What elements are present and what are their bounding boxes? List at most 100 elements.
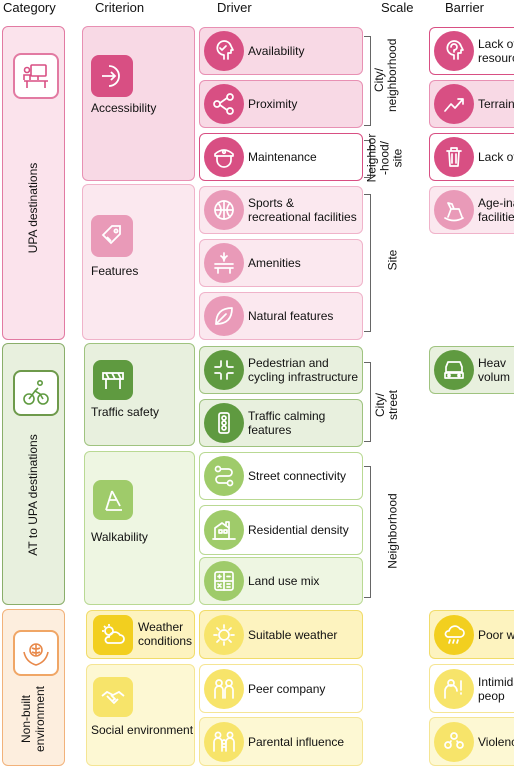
criterion-walkability: Walkability — [84, 451, 195, 605]
driver-label: Proximity — [248, 97, 298, 111]
driver-amenities: Amenities — [199, 239, 363, 287]
driver-suitable-weather: Suitable weather — [199, 610, 363, 659]
category-upa-destinations: UPA destinations — [2, 26, 65, 340]
criterion-features: Features — [82, 184, 195, 340]
driver-sports-recreational-facilities: Sports & recreational facilities — [199, 186, 363, 234]
header-scale: Scale — [381, 0, 414, 15]
bench-icon — [204, 243, 244, 283]
category-at-to-upa: AT to UPA destinations — [2, 343, 65, 605]
scale-bracket — [364, 140, 371, 178]
computer-desk-icon — [13, 53, 59, 99]
scale-label: City/ neighborhood — [372, 38, 399, 112]
driver-label: Land use mix — [248, 574, 320, 588]
driver-label: Peer company — [248, 681, 326, 696]
rain-cloud-icon — [434, 614, 474, 655]
driver-proximity: Proximity — [199, 80, 363, 128]
criterion-label: Features — [91, 264, 139, 278]
driver-label: Parental influence — [248, 734, 345, 749]
scale-bracket — [364, 194, 371, 332]
header-driver: Driver — [217, 0, 252, 15]
barrier-label: Terrain — [478, 97, 514, 111]
driver-traffic-calming-features: Traffic calming features — [199, 399, 363, 447]
category-label: AT to UPA destinations — [25, 434, 40, 556]
scale-label: Neighborhood — [385, 493, 400, 569]
category-non-built: Non-built environment — [2, 609, 65, 766]
driver-label: Sports & recreational facilities — [248, 196, 357, 224]
barrier-7: Intimida ofpeop — [429, 664, 514, 713]
group-icon — [434, 721, 474, 762]
barrier-2: Terrain — [429, 80, 514, 128]
leaf-icon — [204, 296, 244, 336]
driver-availability: Availability — [199, 27, 363, 75]
price-tag-icon — [91, 215, 133, 257]
barrier-label: Violenc — [478, 734, 514, 749]
driver-land-use-mix: Land use mix — [199, 557, 363, 605]
cyclist-icon — [13, 370, 59, 416]
family-icon — [204, 721, 244, 762]
barrier-label: Age-inafacilities — [478, 196, 514, 224]
terrain-chart-icon — [434, 84, 474, 124]
scale-label: Site — [385, 249, 400, 271]
barrier-3: Lack of — [429, 133, 514, 181]
crosswalk-icon — [204, 350, 244, 390]
header-barrier: Barrier — [445, 0, 485, 15]
driver-street-connectivity: Street connectivity — [199, 452, 363, 500]
barrier-8: Violenc — [429, 717, 514, 766]
trash-bin-icon — [434, 137, 474, 177]
driver-label: Natural features — [248, 309, 334, 323]
driver-label: Pedestrian and cycling infrastructure — [248, 356, 359, 384]
driver-label: Residential density — [248, 523, 349, 537]
scale-site: Site — [378, 220, 408, 300]
driver-maintenance: Maintenance — [199, 133, 363, 181]
header-category: Category — [3, 0, 56, 15]
barrier-label: Poor w — [478, 627, 514, 642]
criterion-social: Social environment — [86, 664, 195, 766]
barrier-label: Intimida ofpeop — [478, 674, 514, 703]
car-traffic-icon — [434, 350, 474, 390]
criterion-label: Social environment — [91, 723, 194, 737]
driver-label: Traffic calming features — [248, 409, 326, 437]
driver-peer-company: Peer company — [199, 664, 363, 713]
scale-city-neighborhood: City/ neighborhood — [371, 30, 401, 130]
head-question-icon — [434, 31, 474, 71]
scale-label: City/ street — [373, 390, 400, 421]
rocking-horse-icon — [434, 190, 474, 230]
handshake-icon — [93, 677, 133, 717]
cap-icon — [204, 137, 244, 177]
arrow-enter-icon — [91, 55, 133, 97]
criterion-traffic-safety: Traffic safety — [84, 343, 195, 446]
calculator-icon — [204, 561, 244, 601]
scale-city-street: City/ street — [372, 370, 402, 440]
traffic-light-icon — [204, 403, 244, 443]
driver-label: Amenities — [248, 256, 301, 270]
barrier-label: Lack ofresourc — [478, 37, 514, 65]
barrier-6: Poor w — [429, 610, 514, 659]
barrier-label: Lack of — [478, 150, 514, 164]
scale-bracket — [364, 362, 371, 442]
hands-brain-icon — [13, 630, 59, 676]
driver-residential-density: Residential density — [199, 505, 363, 555]
nodes-icon — [204, 84, 244, 124]
barrier-4: Age-inafacilities — [429, 186, 514, 234]
people-icon — [204, 668, 244, 709]
driver-parental-influence: Parental influence — [199, 717, 363, 766]
criterion-label: Accessibility — [91, 101, 157, 115]
head-check-icon — [204, 31, 244, 71]
route-icon — [204, 456, 244, 496]
criterion-label: Weather conditions — [138, 620, 193, 648]
scale-label: Neighbor -hood/ site — [364, 133, 405, 183]
buildings-icon — [204, 510, 244, 550]
category-label: Non-built environment — [19, 684, 48, 754]
criterion-accessibility: Accessibility — [82, 26, 195, 181]
driver-label: Availability — [248, 44, 305, 58]
header-criterion: Criterion — [95, 0, 145, 15]
road-barrier-icon — [93, 360, 133, 400]
cloud-sun-icon — [93, 615, 133, 655]
criterion-label: Walkability — [91, 530, 148, 544]
scale-neighborhood-site: Neighbor -hood/ site — [365, 128, 405, 188]
criterion-label: Traffic safety — [91, 405, 160, 419]
category-label: UPA destinations — [25, 162, 40, 254]
driver-label: Street connectivity — [248, 469, 347, 483]
